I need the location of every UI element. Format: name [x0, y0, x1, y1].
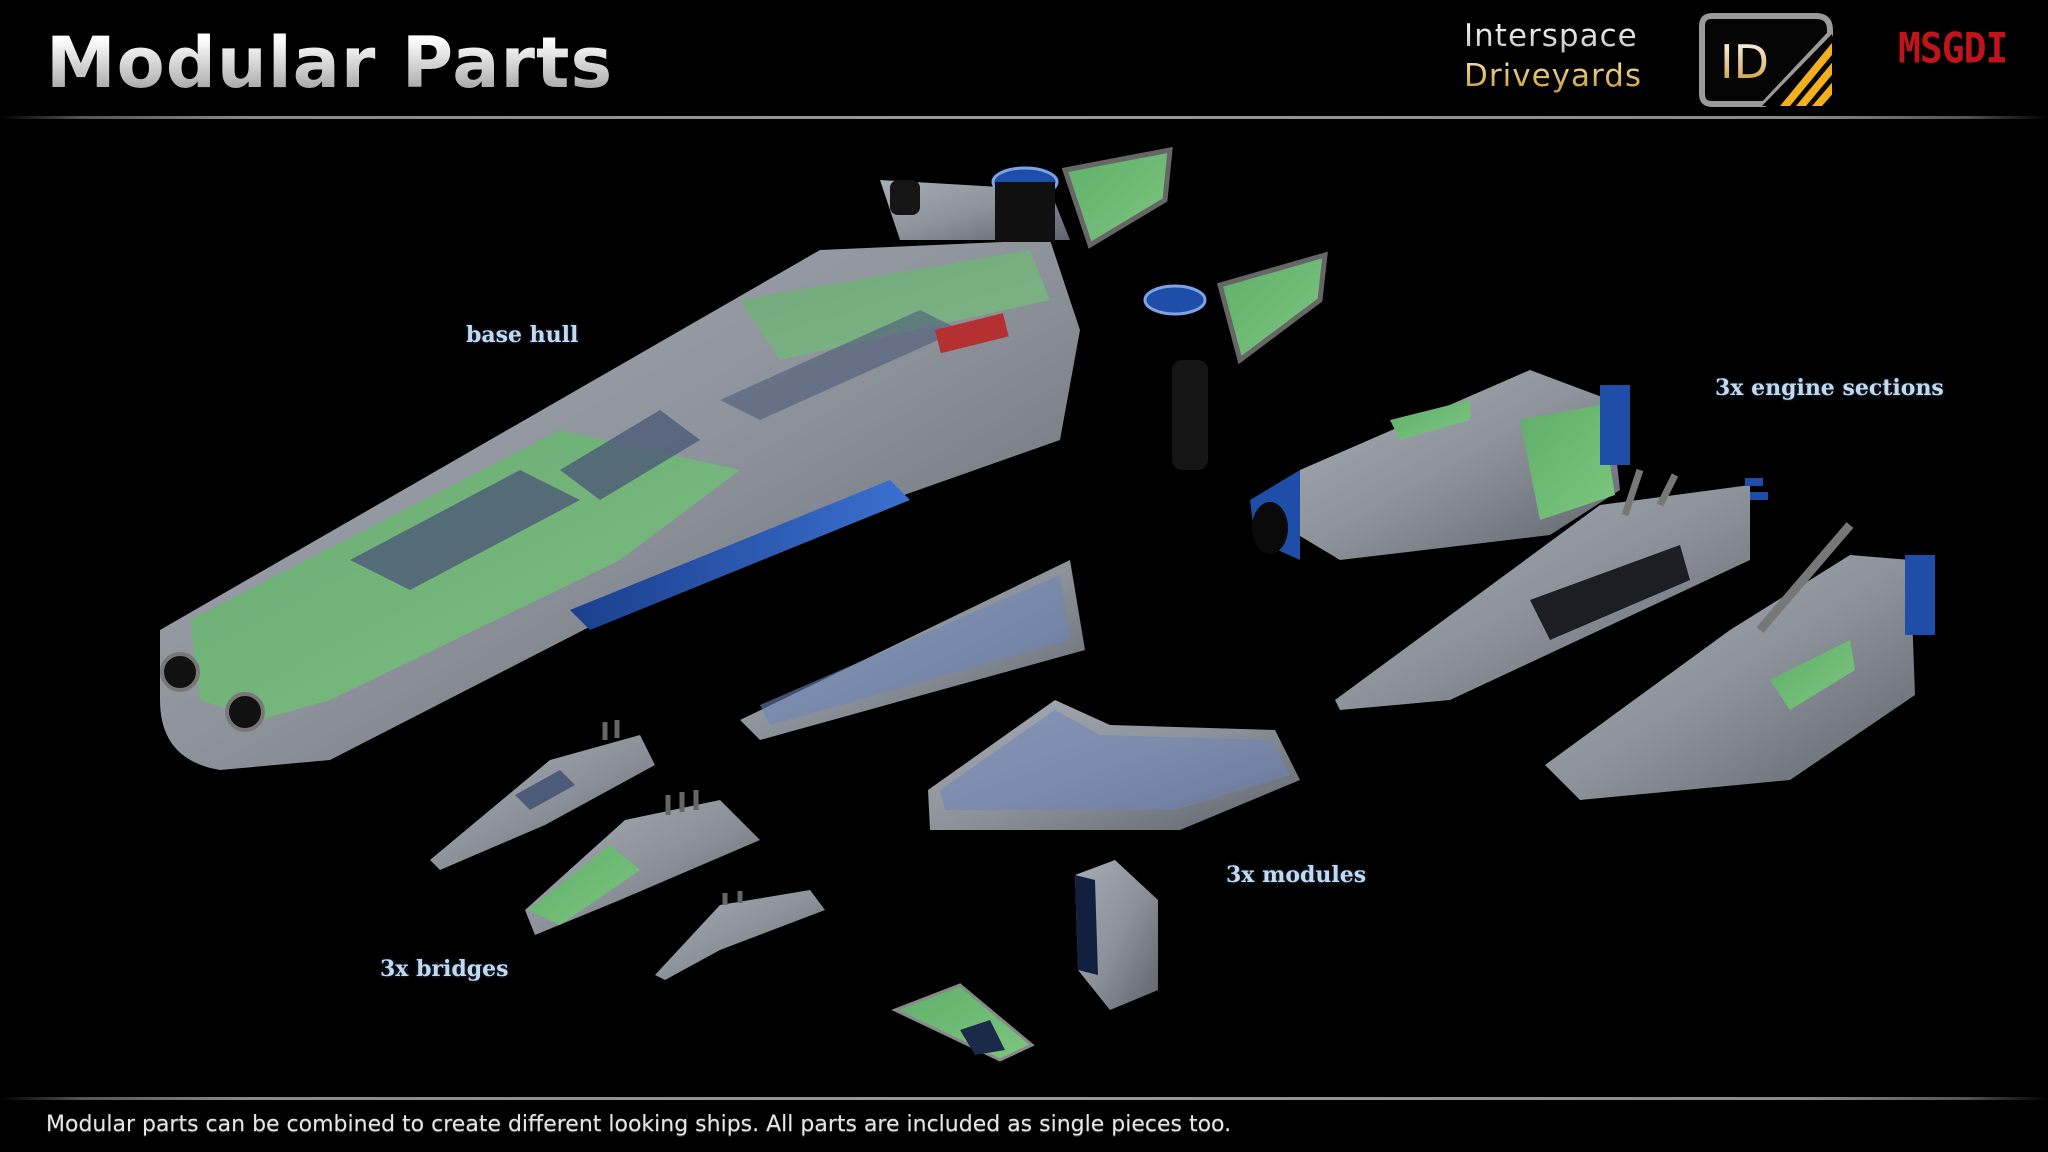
header-divider — [0, 116, 2048, 119]
bridge-2-model — [525, 790, 760, 935]
module-2-model — [928, 700, 1300, 830]
label-base-hull: base hull — [466, 322, 579, 348]
partner-logo: MSGDI — [1898, 23, 2008, 73]
logo-mark-text: ID — [1720, 35, 1769, 89]
label-bridges: 3x bridges — [380, 956, 509, 982]
brand-name-line1: Interspace — [1464, 18, 1638, 54]
engine-section-1-model — [1250, 370, 1630, 560]
base-hull-model — [160, 146, 1328, 770]
engine-section-2-model — [1335, 468, 1768, 710]
module-1-model — [740, 560, 1085, 740]
module-small-panel-model — [891, 983, 1035, 1062]
engine-section-3-model — [1545, 522, 1935, 800]
bridge-3-model — [655, 890, 825, 980]
page-title: Modular Parts — [46, 22, 614, 104]
brand-name-line2: Driveyards — [1464, 58, 1643, 94]
label-modules: 3x modules — [1226, 862, 1367, 888]
bridge-1-model — [430, 720, 655, 870]
module-3-model — [1075, 860, 1158, 1010]
label-engine-sections: 3x engine sections — [1715, 375, 1944, 401]
footer-caption: Modular parts can be combined to create … — [46, 1112, 1232, 1137]
interspace-driveyards-logo-icon: ID — [1699, 13, 1833, 107]
footer-divider — [0, 1097, 2048, 1100]
